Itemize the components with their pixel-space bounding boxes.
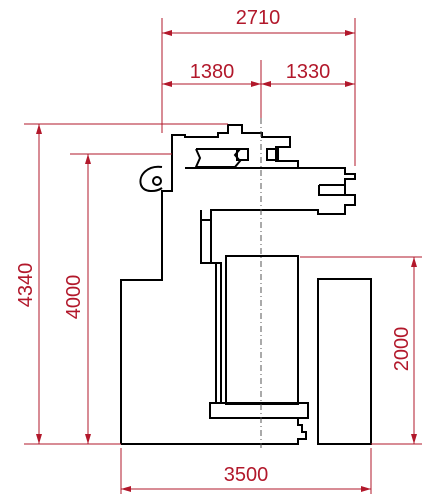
- machine-outline: [120, 124, 372, 445]
- arrow-2000-bottom: [411, 434, 417, 444]
- extension-lines: [24, 18, 422, 494]
- side-table: [317, 278, 372, 445]
- arrow-2710-left: [162, 30, 172, 36]
- head-block: [236, 148, 249, 161]
- arrow-4000-top: [85, 154, 91, 164]
- dimension-lines: [36, 30, 417, 492]
- arrow-2000-top: [411, 257, 417, 267]
- label-2000: 2000: [391, 327, 413, 372]
- dimension-labels: 2710 1380 1330 4340 4000 2000 3500: [15, 7, 413, 486]
- handle-knob: [152, 176, 162, 186]
- arrow-1330-left: [261, 81, 271, 87]
- arrow-4340-top: [36, 124, 42, 134]
- arrow-3500-left: [121, 486, 131, 492]
- arm-tip: [318, 184, 346, 196]
- head-block-right: [266, 148, 279, 161]
- arrow-4340-bottom: [36, 434, 42, 444]
- lower-platen: [209, 402, 309, 419]
- arrow-2710-right: [345, 30, 355, 36]
- arrow-3500-right: [361, 486, 371, 492]
- head-clamp-left: [194, 148, 243, 168]
- arrow-1330-right: [345, 81, 355, 87]
- label-1380: 1380: [190, 61, 235, 83]
- arrow-1380-right: [251, 81, 261, 87]
- base-body: [120, 124, 356, 445]
- arrow-1380-left: [162, 81, 172, 87]
- label-4340: 4340: [15, 263, 37, 308]
- arrow-4000-bottom: [85, 434, 91, 444]
- label-2710: 2710: [236, 7, 281, 29]
- label-3500: 3500: [224, 464, 269, 486]
- central-ram: [225, 255, 299, 405]
- side-handle: [139, 165, 163, 192]
- label-4000: 4000: [63, 275, 85, 320]
- label-1330: 1330: [286, 61, 331, 83]
